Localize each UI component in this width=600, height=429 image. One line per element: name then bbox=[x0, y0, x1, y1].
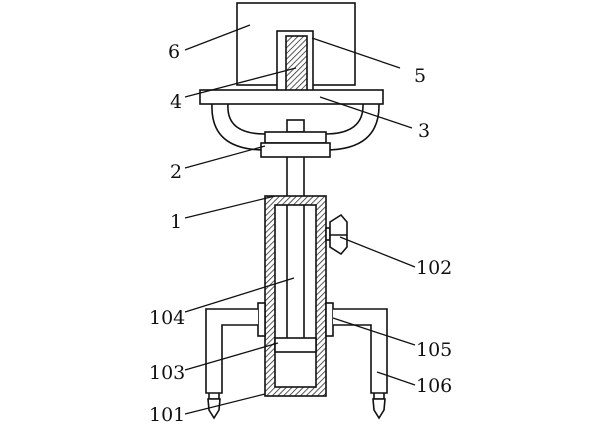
bearing-lower bbox=[260, 142, 331, 158]
bearing-upper bbox=[264, 131, 327, 144]
leader-2 bbox=[184, 145, 266, 169]
cross-plate bbox=[199, 89, 384, 105]
leader-1 bbox=[184, 195, 276, 219]
leader-6 bbox=[184, 24, 251, 51]
label-105: 105 bbox=[416, 339, 452, 361]
cylinder-cavity bbox=[274, 204, 317, 388]
leader-5 bbox=[311, 37, 401, 69]
left-slider bbox=[257, 302, 266, 337]
leader-3 bbox=[319, 96, 413, 129]
leader-101 bbox=[184, 393, 266, 415]
leader-102 bbox=[339, 236, 416, 268]
label-104: 104 bbox=[149, 307, 185, 329]
right-tip-collar bbox=[373, 393, 385, 400]
leader-103 bbox=[184, 342, 279, 371]
right-arm bbox=[333, 308, 388, 394]
label-106: 106 bbox=[416, 375, 452, 397]
left-arm bbox=[205, 308, 258, 394]
label-3: 3 bbox=[418, 120, 430, 142]
leader-104 bbox=[184, 277, 295, 313]
piston bbox=[274, 337, 317, 353]
label-102: 102 bbox=[416, 257, 452, 279]
label-1: 1 bbox=[170, 211, 182, 233]
leader-105 bbox=[332, 317, 416, 346]
label-103: 103 bbox=[149, 362, 185, 384]
label-2: 2 bbox=[170, 161, 182, 183]
screw-rod bbox=[285, 35, 308, 93]
leader-4 bbox=[184, 67, 297, 98]
label-4: 4 bbox=[170, 91, 182, 113]
label-5: 5 bbox=[414, 65, 426, 87]
left-tip-collar bbox=[208, 393, 220, 400]
right-slider bbox=[325, 302, 334, 337]
label-101: 101 bbox=[149, 404, 185, 426]
right-tip bbox=[372, 398, 386, 420]
bearing-cap bbox=[286, 119, 305, 133]
label-6: 6 bbox=[168, 41, 180, 63]
leader-106 bbox=[376, 371, 416, 386]
left-tip bbox=[207, 398, 221, 420]
